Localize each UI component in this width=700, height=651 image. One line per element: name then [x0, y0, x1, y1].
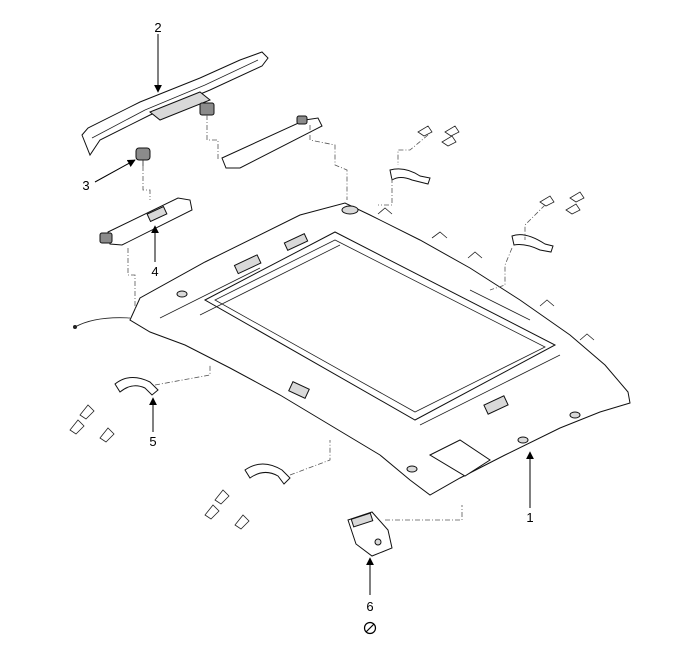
roof-rail-trim [81, 51, 269, 157]
headliner [73, 202, 631, 496]
assist-grip-front-right [511, 234, 554, 253]
assembly-lines [127, 115, 546, 521]
clip-2 [199, 102, 215, 116]
prohibited-circle-icon [363, 621, 377, 635]
callout-1: 1 [526, 510, 533, 525]
callout-4: 4 [151, 264, 158, 279]
sunvisor [99, 197, 193, 246]
callout-2: 2 [154, 20, 161, 35]
leader-lines [94, 34, 534, 595]
assist-grip-rear-right [389, 168, 431, 185]
assist-grip-left-1 [114, 377, 159, 396]
callout-5: 5 [149, 434, 156, 449]
overhead-trim [221, 115, 323, 169]
retainer-clip [135, 147, 151, 166]
assist-grip-left-2 [244, 463, 291, 485]
console-bracket [347, 511, 393, 557]
callout-3: 3 [82, 178, 89, 193]
fastener-clips [69, 125, 585, 530]
callout-6: 6 [366, 599, 373, 614]
